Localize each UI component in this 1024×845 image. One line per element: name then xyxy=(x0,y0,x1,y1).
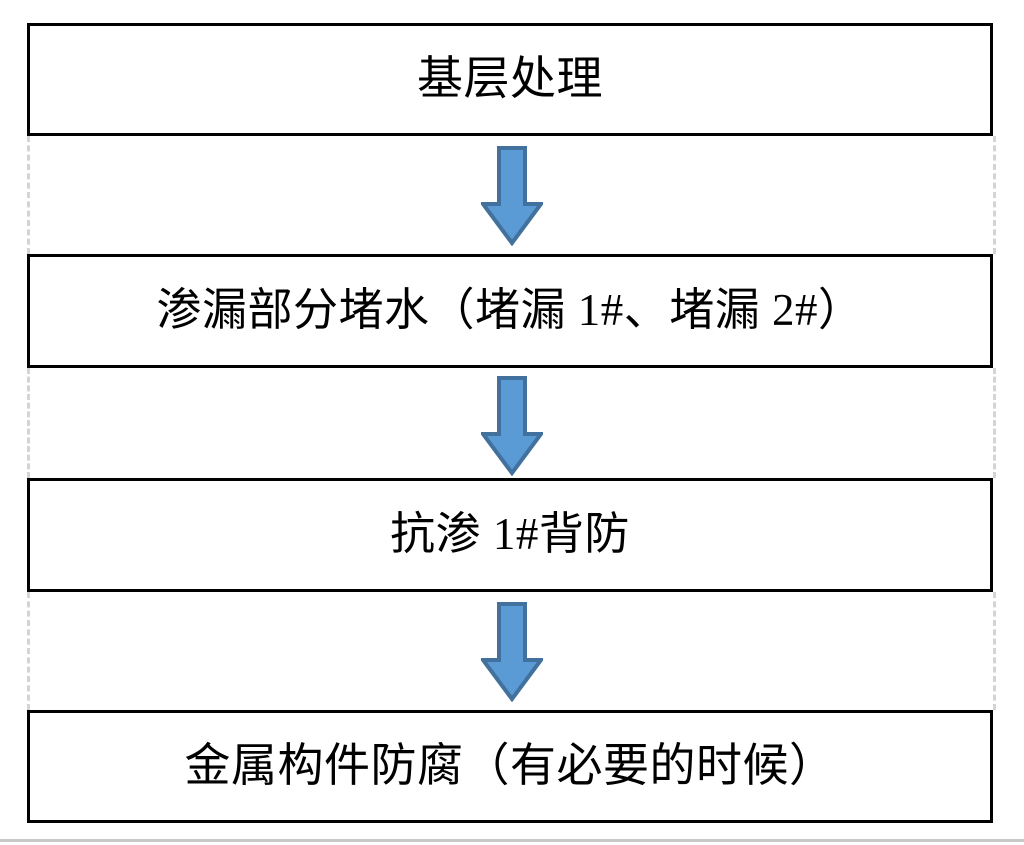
guide-rail-right-1 xyxy=(993,136,996,254)
flow-node-label: 金属构件防腐（有必要的时候） xyxy=(184,740,836,792)
flow-node-step-2[interactable]: 渗漏部分堵水（堵漏 1#、堵漏 2#） xyxy=(27,254,993,368)
guide-rail-left-1 xyxy=(27,136,30,254)
flow-node-label: 基层处理 xyxy=(417,53,603,105)
guide-rail-left-3 xyxy=(27,592,30,710)
guide-rail-right-3 xyxy=(993,592,996,710)
down-arrow-icon-3 xyxy=(481,602,543,702)
flow-node-step-1[interactable]: 基层处理 xyxy=(27,23,993,136)
flow-node-label: 抗渗 1#背防 xyxy=(390,509,630,560)
guide-rail-left-2 xyxy=(27,368,30,478)
guide-rail-right-2 xyxy=(993,368,996,478)
down-arrow-icon-2 xyxy=(481,376,543,476)
flow-node-label: 渗漏部分堵水（堵漏 1#、堵漏 2#） xyxy=(156,285,864,336)
flow-node-step-4[interactable]: 金属构件防腐（有必要的时候） xyxy=(27,710,993,823)
flow-node-step-3[interactable]: 抗渗 1#背防 xyxy=(27,478,993,592)
page-bottom-rule xyxy=(0,839,1024,842)
down-arrow-icon-1 xyxy=(481,146,543,246)
